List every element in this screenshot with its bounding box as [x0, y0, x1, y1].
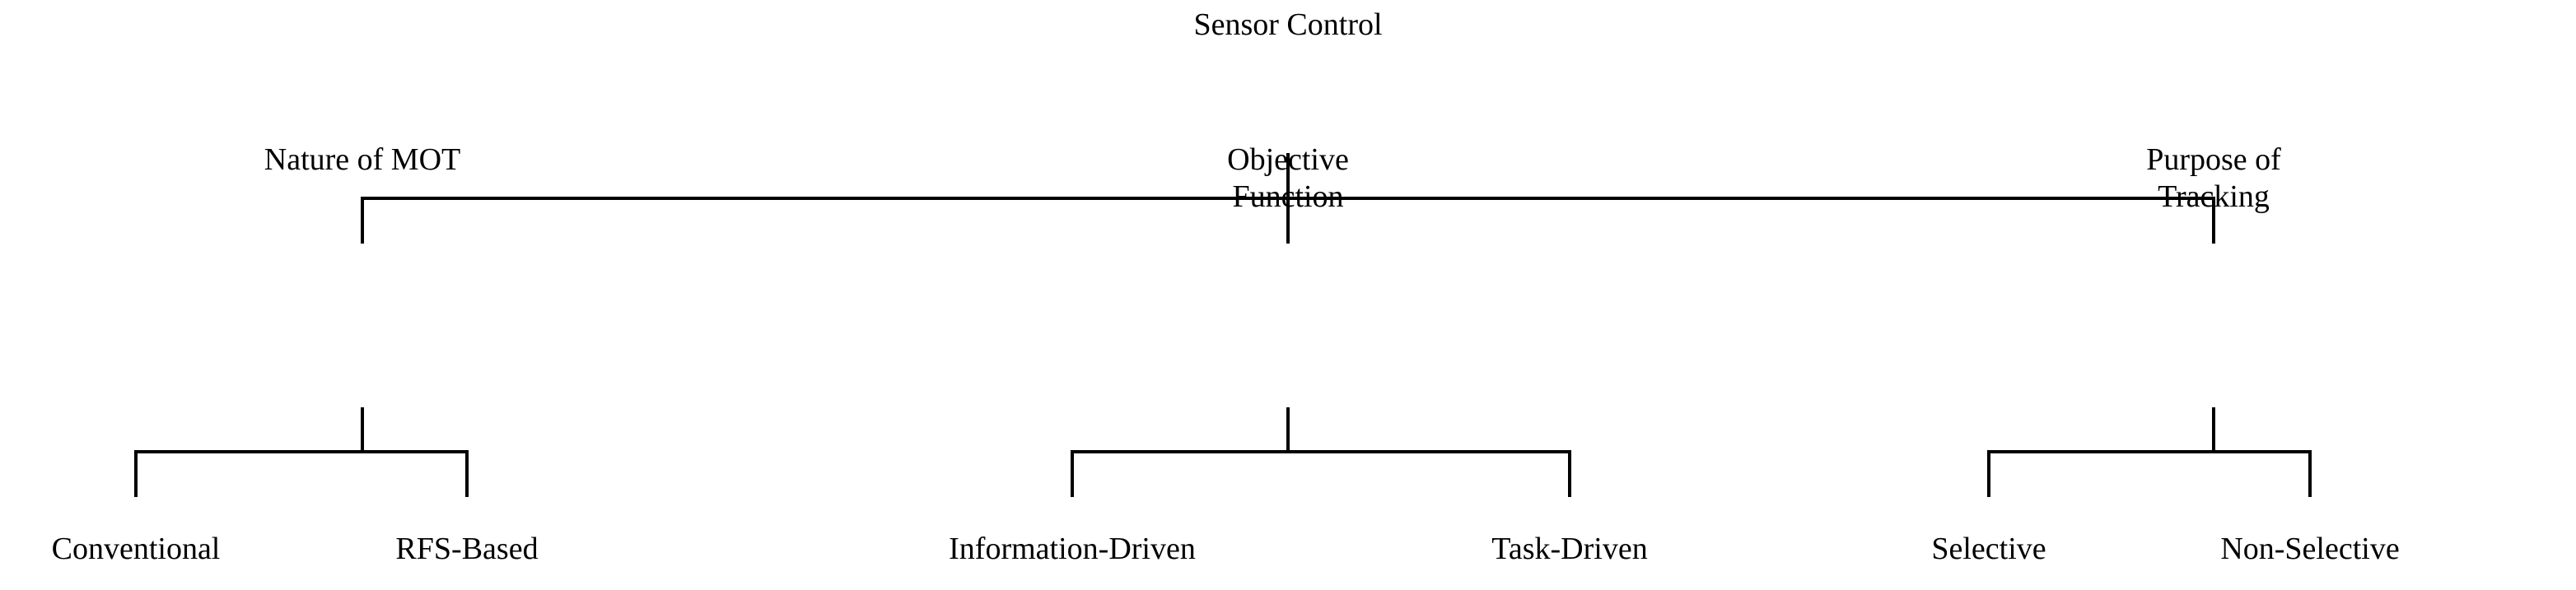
node-information-driven: Information-Driven [949, 531, 1196, 568]
node-purpose-of-tracking-label-line2: Tracking [2158, 179, 2270, 214]
node-selective: Selective [1931, 531, 2046, 568]
node-objective-function-label-line2: Function [1232, 179, 1344, 214]
node-root-sensor-control: Sensor Control [1193, 7, 1382, 44]
node-non-selective: Non-Selective [2220, 531, 2399, 568]
node-conventional: Conventional [52, 531, 221, 568]
node-purpose-of-tracking-label-line1: Purpose of [2146, 142, 2281, 177]
node-non-selective-label: Non-Selective [2220, 532, 2400, 566]
node-information-driven-label: Information-Driven [949, 532, 1196, 566]
node-nature-of-mot-label-line1: Nature of MOT [264, 142, 461, 177]
node-purpose-of-tracking: Purpose of Tracking [2146, 142, 2281, 216]
node-task-driven: Task-Driven [1491, 531, 1647, 568]
node-objective-function: Objective Function [1227, 142, 1349, 216]
node-objective-function-label-line1: Objective [1227, 142, 1349, 177]
node-root-label: Sensor Control [1193, 7, 1383, 42]
node-conventional-label: Conventional [51, 532, 221, 566]
node-rfs-based: RFS-Based [395, 531, 538, 568]
node-rfs-based-label: RFS-Based [395, 532, 539, 566]
node-selective-label: Selective [1931, 532, 2046, 566]
node-nature-of-mot: Nature of MOT [264, 142, 460, 179]
node-task-driven-label: Task-Driven [1491, 532, 1648, 566]
